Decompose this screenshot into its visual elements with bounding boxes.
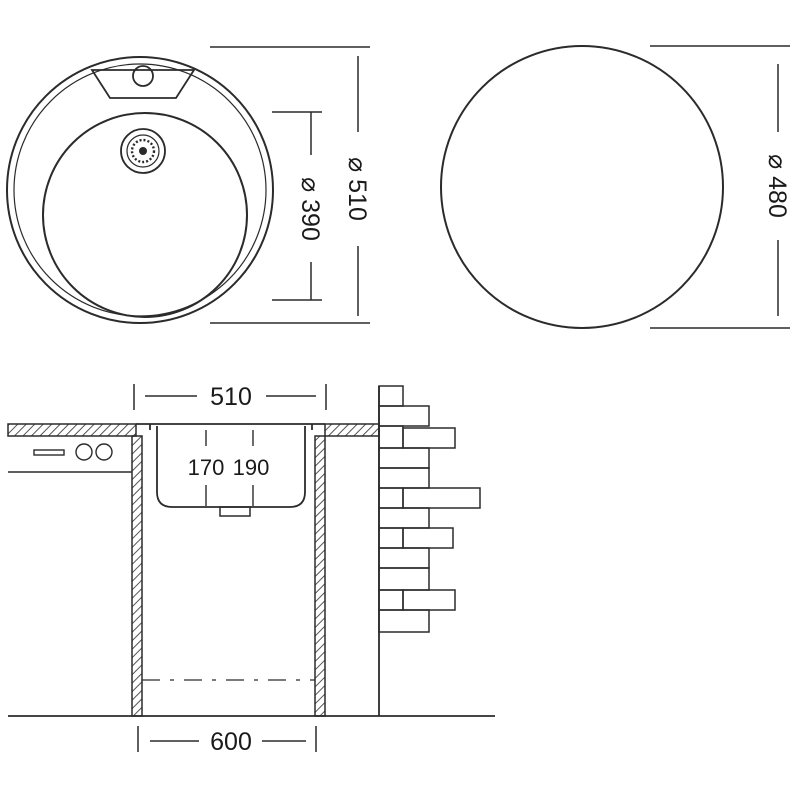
sink-inner-rim — [13, 63, 267, 317]
cutout-view — [440, 45, 724, 329]
bowl-profile — [156, 426, 306, 508]
dimension-cabinet-width: 600 — [137, 726, 317, 756]
tap-platform — [90, 69, 196, 99]
bowl-outline — [42, 112, 248, 318]
dimension-outer-diameter: ⌀ 510 — [210, 46, 371, 324]
countertop-right — [324, 423, 380, 437]
cabinet-wall-right — [314, 435, 326, 717]
drain-strainer — [120, 128, 166, 174]
tap-hole — [132, 65, 154, 87]
dimension-cutout-diameter: ⌀ 480 — [650, 45, 791, 329]
cabinet-width-label: 600 — [210, 728, 252, 756]
bowl-depth-label: 190 — [233, 455, 270, 480]
countertop-left — [7, 423, 137, 437]
drain-outlet — [219, 506, 251, 517]
sink-width-label: 510 — [210, 383, 252, 411]
cutout-diameter-label: ⌀ 480 — [763, 154, 791, 218]
cutout-circle — [440, 45, 724, 329]
drawer-handle — [33, 449, 65, 456]
drawer-knob — [95, 443, 113, 461]
bowl-diameter-label: ⌀ 390 — [296, 177, 324, 241]
dimension-bowl-diameter: ⌀ 390 — [272, 111, 324, 301]
section-view: 170 190 — [7, 383, 495, 756]
brick-wall — [378, 385, 481, 633]
outer-diameter-label: ⌀ 510 — [343, 157, 371, 221]
bowl-depth-label: 170 — [188, 455, 225, 480]
sink-outer-rim — [6, 56, 274, 324]
sink-rim — [136, 423, 325, 430]
drawer-knob — [75, 443, 93, 461]
top-view — [6, 56, 274, 324]
cabinet-wall-left — [131, 435, 143, 717]
dimension-sink-width: 510 — [133, 383, 327, 411]
